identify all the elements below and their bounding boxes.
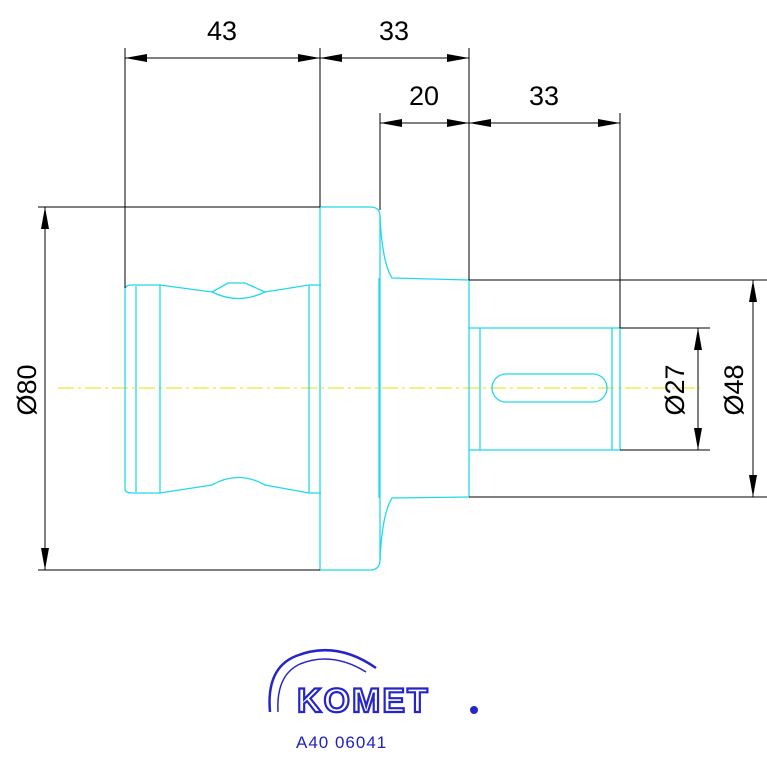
dimension-lines: [38, 48, 767, 571]
arrow-33-top-right: [447, 54, 469, 62]
left-body: [124, 284, 321, 494]
arrow-33-right-right: [598, 119, 620, 127]
dim-text-dia-80: Ø80: [12, 364, 42, 415]
arrow-33-top-left: [320, 54, 342, 62]
arrow-20-left: [380, 119, 402, 127]
arrow-43-left: [125, 54, 147, 62]
dim-text-dia-27: Ø27: [660, 364, 690, 415]
logo-arc-inner: [277, 658, 367, 713]
neck: [379, 215, 470, 561]
arrow-80-top: [41, 207, 49, 229]
logo-dot: [470, 706, 478, 714]
dim-text-dia-48: Ø48: [719, 364, 749, 415]
arrow-48-bottom: [749, 475, 757, 497]
arrow-48-top: [749, 280, 757, 302]
arrow-43-right: [298, 54, 320, 62]
arrow-80-bottom: [41, 548, 49, 570]
arrow-33-right-left: [469, 119, 491, 127]
part-outline: [124, 206, 621, 571]
keyway-slot: [491, 373, 608, 403]
komet-logo: KOMET A40 06041: [268, 648, 478, 752]
arrow-27-top: [694, 328, 702, 350]
dim-text-33-top: 33: [379, 16, 409, 46]
arrow-27-bottom: [694, 428, 702, 450]
dim-text-43: 43: [207, 16, 237, 46]
groove-notch: [211, 282, 266, 293]
arrow-20-right: [447, 119, 469, 127]
shaft: [469, 327, 621, 451]
logo-arc-outer: [268, 648, 377, 713]
dim-text-20: 20: [409, 81, 439, 111]
drawing-code: A40 06041: [296, 733, 387, 752]
dim-text-33-right: 33: [529, 81, 559, 111]
logo-wordmark: KOMET: [297, 682, 430, 720]
